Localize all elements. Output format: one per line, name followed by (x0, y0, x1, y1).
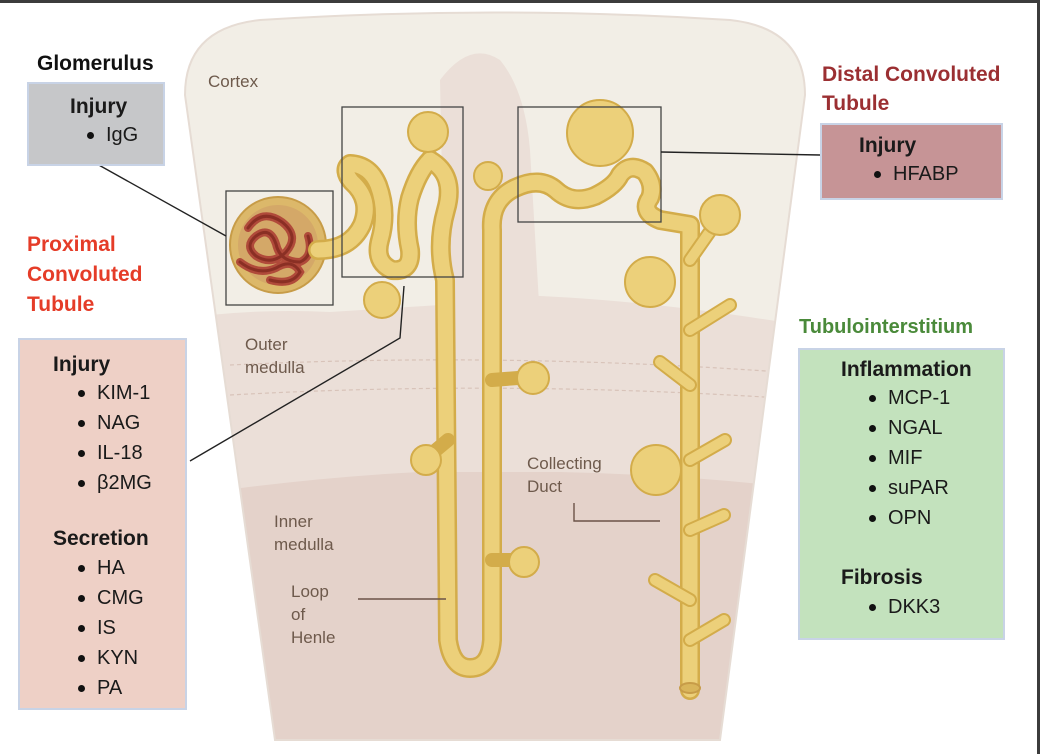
loop-dct-path (422, 152, 698, 698)
label-leaders (358, 503, 660, 600)
pct-injury-list: KIM-1 NAG IL-18 β2MG (75, 378, 152, 498)
marker-item: KIM-1 (75, 378, 152, 408)
dct-connector (660, 151, 821, 156)
collecting-duct-label: Collecting Duct (527, 454, 602, 496)
marker-item: MCP-1 (866, 383, 950, 413)
marker-item: β2MG (75, 468, 152, 498)
marker-item: NGAL (866, 413, 950, 443)
pct-panel: Injury KIM-1 NAG IL-18 β2MG Secretion HA… (18, 338, 187, 710)
zone-divider-dashed-2 (229, 387, 781, 399)
marker-item: suPAR (866, 473, 950, 503)
bulb (516, 361, 550, 395)
glomerulus-injury-heading: Injury (70, 95, 128, 118)
bulb (410, 444, 442, 476)
cortex-label: Cortex (208, 72, 259, 91)
marker-item: CMG (75, 583, 144, 613)
marker-item: IgG (84, 120, 138, 150)
tubulo-fibrosis-heading: Fibrosis (841, 566, 923, 589)
kidney-outline (183, 11, 807, 741)
glomerulus-title: Glomerulus (37, 52, 154, 75)
marker-item: OPN (866, 503, 950, 533)
inner-medulla-label: Inner medulla (274, 512, 334, 554)
tubulointerstitium-title: Tubulointerstitium (799, 316, 974, 338)
dct-title: Distal Convoluted Tubule (822, 63, 1001, 115)
marker-item: HFABP (871, 159, 959, 189)
tubulo-inflammation-list: MCP-1 NGAL MIF suPAR OPN (866, 383, 950, 533)
bulb (508, 546, 540, 578)
pct-title: Proximal Convoluted Tubule (27, 233, 143, 316)
outer-medulla-label: Outer medulla (245, 335, 305, 377)
glomerulus-panel: Injury IgG (27, 82, 165, 166)
bulb (624, 256, 676, 308)
tubule-bulbs (363, 99, 741, 578)
bulb (566, 99, 634, 167)
dct-injury-heading: Injury (859, 134, 917, 157)
marker-item: IS (75, 613, 144, 643)
bulb (363, 281, 401, 319)
duct-leader (573, 503, 660, 522)
marker-item: HA (75, 553, 144, 583)
highlight-boxes (225, 106, 662, 306)
zone-divider-dashed-1 (229, 359, 781, 373)
dct-injury-list: HFABP (871, 159, 959, 189)
dct-highlight (517, 106, 662, 223)
pct-highlight (341, 106, 464, 278)
pct-secretion-heading: Secretion (53, 527, 149, 550)
duct-end (679, 682, 701, 694)
tubulo-fibrosis-list: DKK3 (866, 592, 940, 622)
loop-of-henle-label: Loop of Henle (291, 582, 336, 647)
marker-item: KYN (75, 643, 144, 673)
connector-lines (96, 151, 821, 462)
marker-item: PA (75, 673, 144, 703)
tubulo-inflammation-heading: Inflammation (841, 358, 972, 381)
glomerulus-connector (96, 163, 227, 237)
pct-path (310, 152, 438, 278)
glomerulus-highlight (225, 190, 334, 306)
marker-item: IL-18 (75, 438, 152, 468)
bulb (699, 194, 741, 236)
pct-injury-heading: Injury (53, 353, 111, 376)
window-right-border (1037, 0, 1040, 754)
dct-panel: Injury HFABP (820, 123, 1003, 200)
pct-secretion-list: HA CMG IS KYN PA (75, 553, 144, 703)
bulb (630, 444, 682, 496)
glomerulus-injury-list: IgG (84, 120, 138, 150)
pct-connector (189, 285, 405, 462)
window-top-border (0, 0, 1040, 3)
tubulointerstitium-panel: Inflammation MCP-1 NGAL MIF suPAR OPN Fi… (798, 348, 1005, 640)
marker-item: DKK3 (866, 592, 940, 622)
marker-item: NAG (75, 408, 152, 438)
marker-item: MIF (866, 443, 950, 473)
capillary-tuft-inner (238, 214, 312, 284)
bulb (407, 111, 449, 153)
duct-branches (650, 215, 735, 645)
bulb (473, 161, 503, 191)
